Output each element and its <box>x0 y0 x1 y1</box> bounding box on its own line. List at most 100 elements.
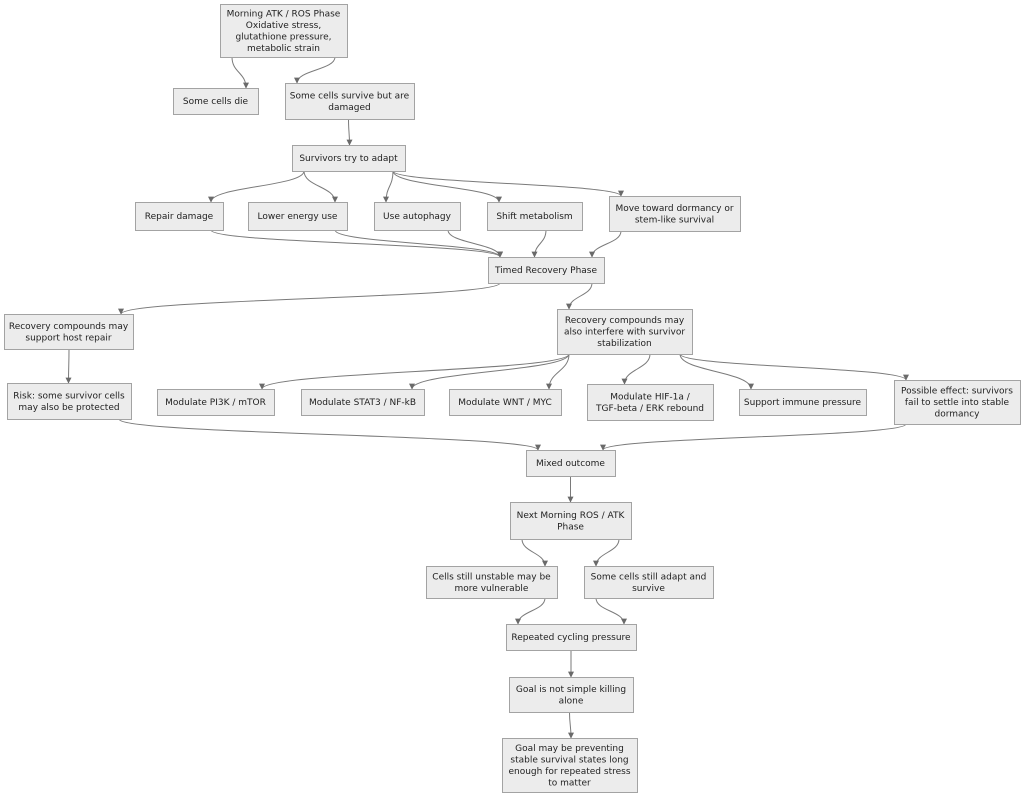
node-label: may also be protected <box>18 403 119 413</box>
node-label: Modulate HIF-1a / <box>610 392 691 402</box>
node-label: enough for repeated stress <box>508 767 630 777</box>
node-label: Recovery compounds may <box>9 322 129 332</box>
edge-n11-n18 <box>679 353 909 381</box>
node-box <box>292 145 406 172</box>
node-label: damaged <box>328 103 370 113</box>
node-label: metabolic strain <box>247 44 320 54</box>
node-label: Support immune pressure <box>744 398 862 408</box>
node-box <box>557 309 693 355</box>
edge-n24-n25 <box>567 711 574 739</box>
flow-node-n21: Cells still unstable may be more vulnerab… <box>426 566 558 599</box>
edge-n8-n9 <box>589 230 622 258</box>
edge-n12-n19 <box>118 418 541 451</box>
node-box <box>609 196 741 232</box>
edge-n9-n10 <box>118 282 501 315</box>
edge-n7-n9 <box>531 229 547 258</box>
node-label: Modulate STAT3 / NF-kB <box>309 398 416 408</box>
flow-node-n6: Use autophagy <box>374 202 461 231</box>
node-box <box>7 383 132 420</box>
node-label: TGF-beta / ERK rebound <box>595 404 704 414</box>
node-box <box>248 202 348 231</box>
node-box <box>374 202 461 231</box>
node-box <box>301 389 425 416</box>
flow-node-n14: Modulate STAT3 / NF-kB <box>301 389 425 416</box>
flow-node-n2: Some cells survive but are damaged <box>285 83 415 120</box>
node-label: stable survival states long <box>510 755 628 765</box>
node-box <box>584 566 714 599</box>
node-label: Cells still unstable may be <box>432 572 551 582</box>
node-box <box>220 4 348 58</box>
flow-node-n16: Modulate HIF-1a / TGF-beta / ERK rebound <box>587 384 714 421</box>
flow-node-n7: Shift metabolism <box>487 202 583 231</box>
node-box <box>157 389 275 416</box>
edge-n11-n17 <box>679 353 754 390</box>
node-label: glutathione pressure, <box>235 32 331 42</box>
node-label: Oxidative stress, <box>246 21 321 31</box>
node-box <box>426 566 558 599</box>
node-label: Shift metabolism <box>496 212 572 222</box>
node-box <box>509 677 634 713</box>
node-box <box>135 202 224 231</box>
node-box <box>487 202 583 231</box>
node-label: fail to settle into stable <box>905 398 1010 408</box>
edge-n3-n8 <box>392 170 624 197</box>
node-label: Some cells still adapt and <box>591 572 707 582</box>
edge-n10-n12 <box>65 348 72 384</box>
flow-node-n15: Modulate WNT / MYC <box>449 389 562 416</box>
node-label: Survivors try to adapt <box>299 154 398 164</box>
node-label: Lower energy use <box>258 212 338 222</box>
node-label: dormancy <box>934 410 980 420</box>
flow-node-n12: Risk: some survivor cells may also be pro… <box>7 383 132 420</box>
node-box <box>506 624 637 651</box>
edge-n11-n13 <box>259 353 570 390</box>
node-label: Recovery compounds may <box>565 316 685 326</box>
flow-node-n23: Repeated cycling pressure <box>506 624 637 651</box>
node-label: stabilization <box>597 339 651 349</box>
node-label: Some cells survive but are <box>290 91 410 101</box>
edge-n20-n22 <box>593 538 620 567</box>
edge-n9-n11 <box>566 282 593 310</box>
node-label: Some cells die <box>183 97 249 107</box>
node-box <box>587 384 714 421</box>
node-label: Risk: some survivor cells <box>13 391 125 401</box>
node-label: Phase <box>557 522 584 532</box>
flow-node-n17: Support immune pressure <box>739 389 867 416</box>
edge-n11-n16 <box>621 353 651 385</box>
node-label: Use autophagy <box>383 212 452 222</box>
flow-node-n19: Mixed outcome <box>526 450 616 477</box>
node-label: more vulnerable <box>455 584 529 594</box>
flow-node-n4: Repair damage <box>135 202 224 231</box>
edge-n3-n5 <box>303 170 338 203</box>
flow-node-n3: Survivors try to adapt <box>292 145 406 172</box>
node-label: Goal is not simple killing <box>516 685 626 695</box>
edge-n4-n9 <box>210 229 503 258</box>
flow-node-n13: Modulate PI3K / mTOR <box>157 389 275 416</box>
edge-n22-n23 <box>595 597 627 625</box>
node-box <box>285 83 415 120</box>
edge-n0-n2 <box>294 56 336 84</box>
edge-n3-n4 <box>208 170 305 203</box>
node-box <box>449 389 562 416</box>
node-label: Repair damage <box>145 212 214 222</box>
edge-n20-n21 <box>521 538 548 567</box>
node-box <box>894 380 1021 425</box>
edge-n2-n3 <box>346 118 353 146</box>
node-label: Repeated cycling pressure <box>511 633 631 643</box>
node-box <box>502 738 638 793</box>
node-label: Move toward dormancy or <box>615 204 733 214</box>
node-label: to matter <box>548 778 591 788</box>
edge-n3-n7 <box>392 170 502 203</box>
node-label: Next Morning ROS / ATK <box>517 511 626 521</box>
node-box <box>173 88 259 115</box>
node-label: Morning ATK / ROS Phase <box>227 9 341 19</box>
flow-node-n9: Timed Recovery Phase <box>488 257 605 284</box>
edge-n21-n23 <box>515 597 546 625</box>
edge-n6-n9 <box>447 229 503 258</box>
